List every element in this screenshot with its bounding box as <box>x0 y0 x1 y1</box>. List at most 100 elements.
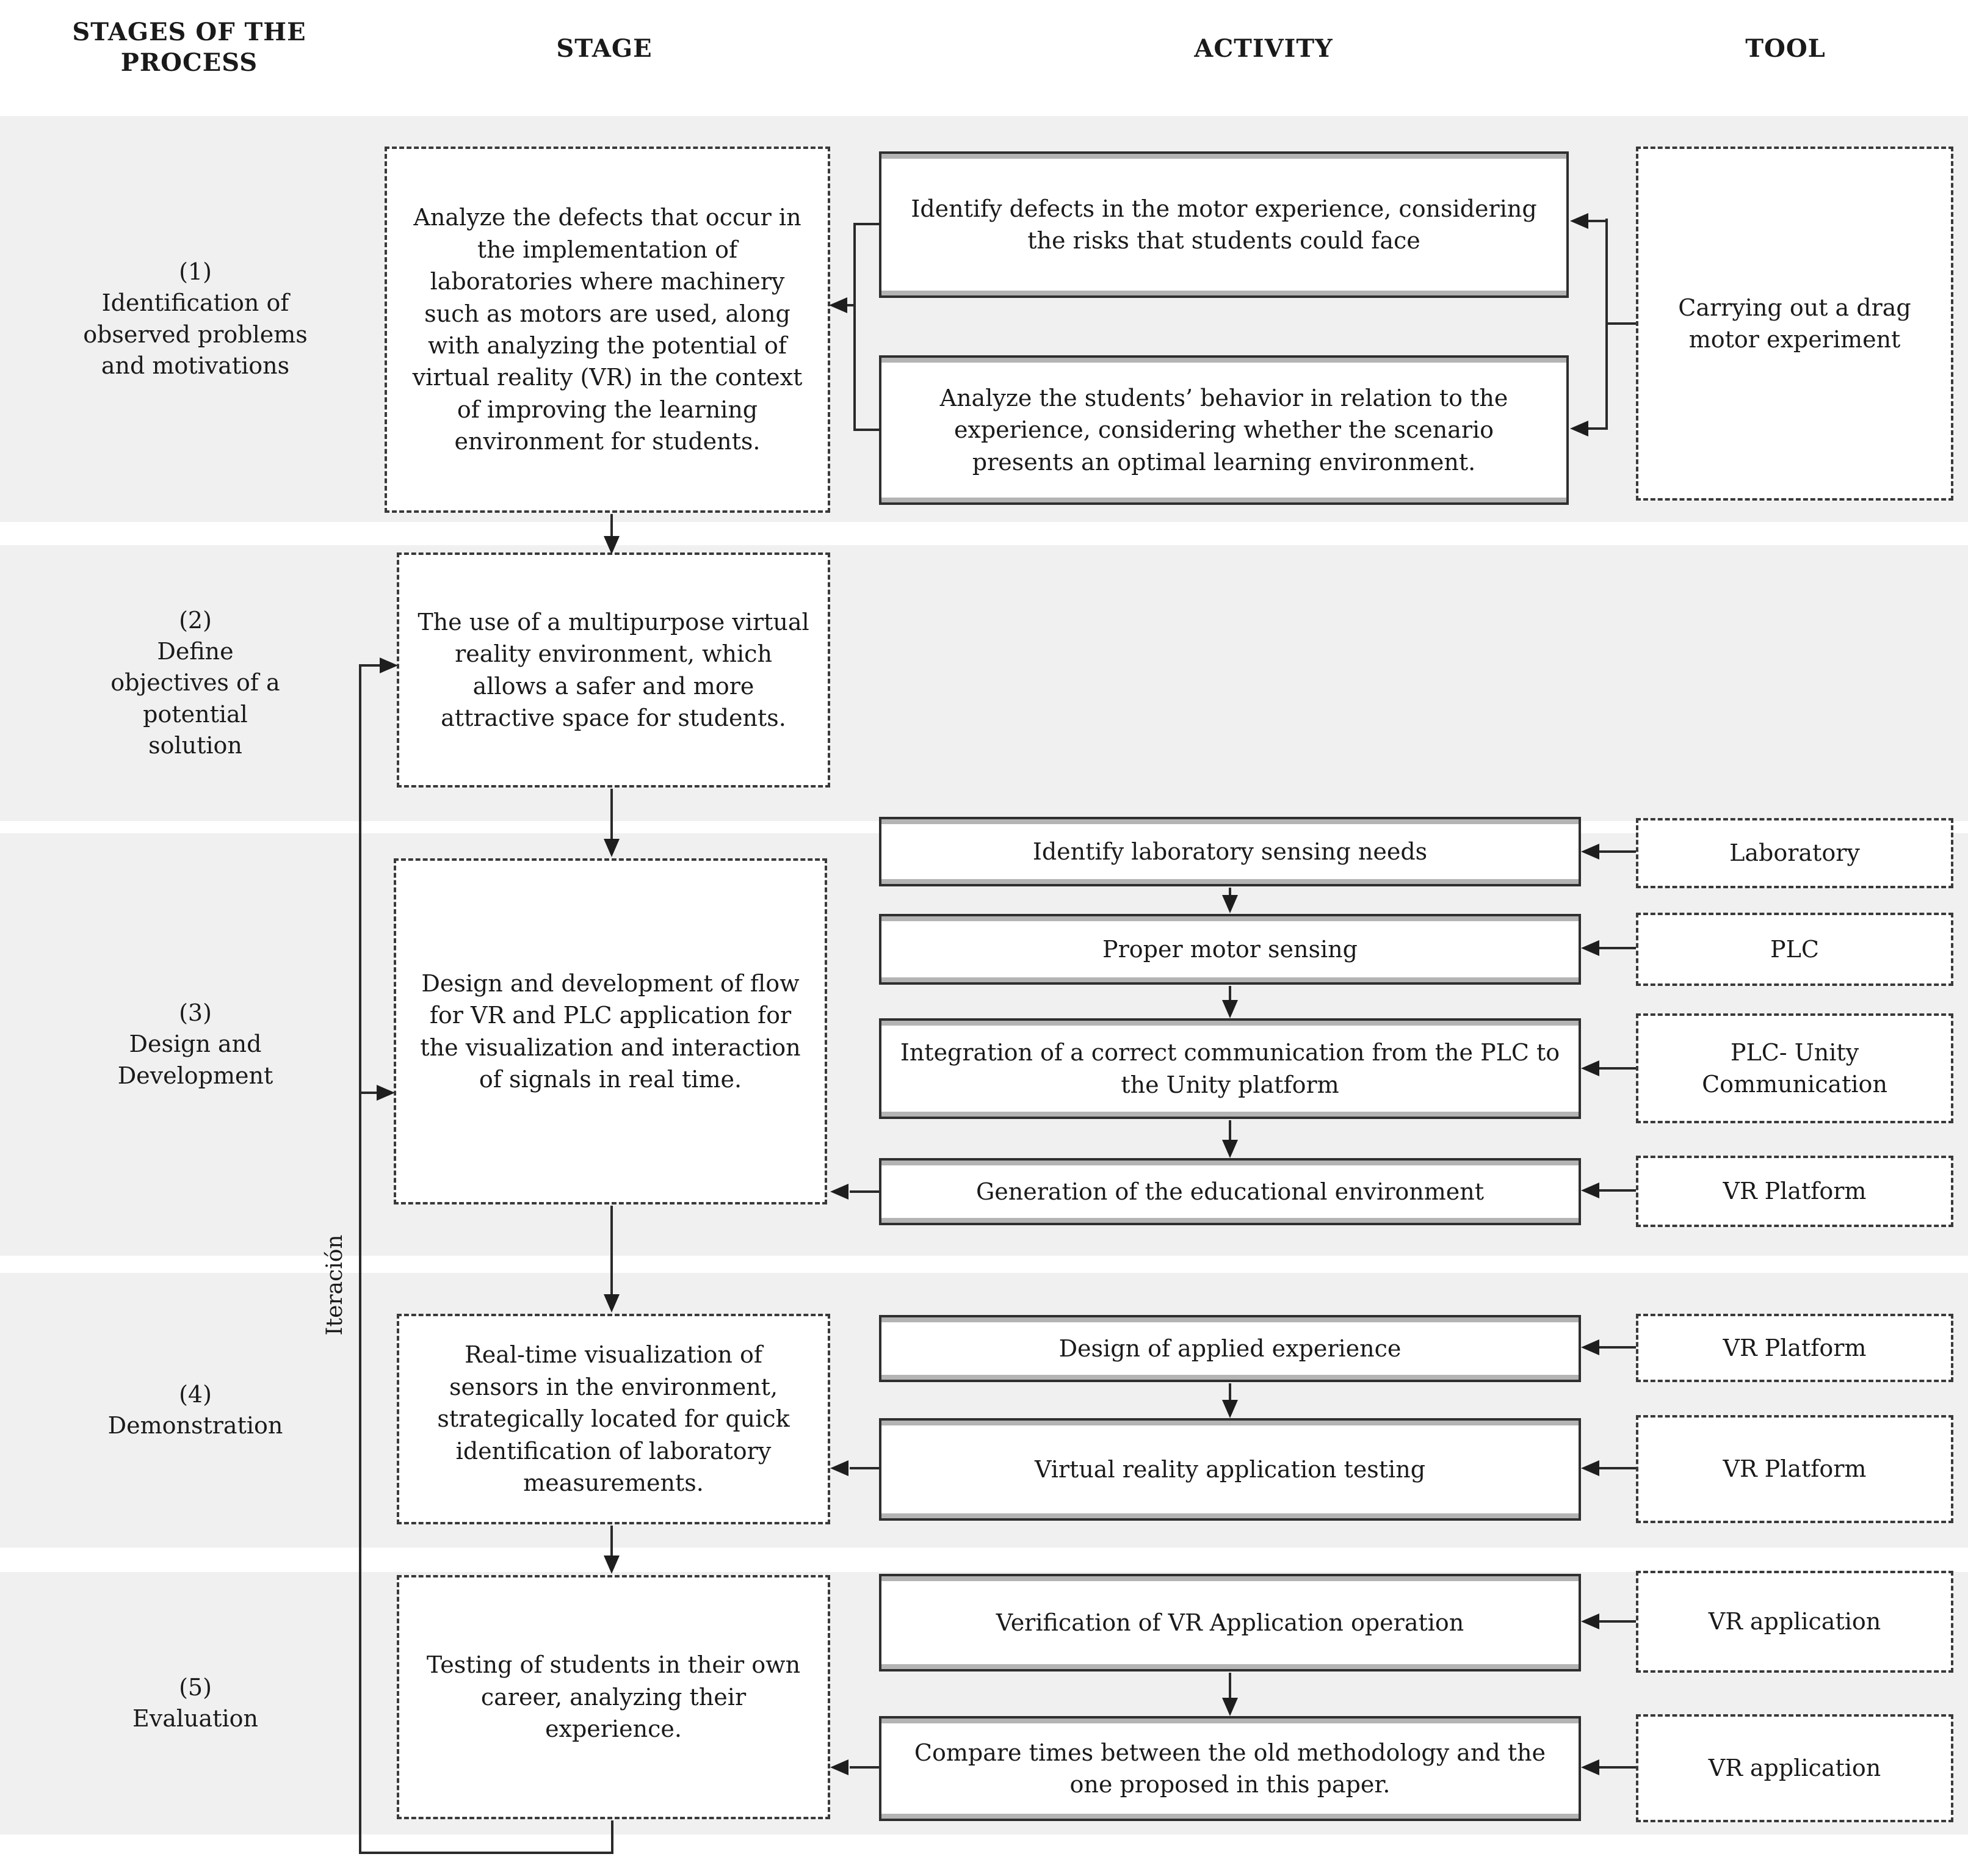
row3-tool-4: VR Platform <box>1636 1156 1953 1227</box>
row1-activity-1: Identify defects in the motor experience… <box>879 151 1569 298</box>
column-header-activity: ACTIVITY <box>1194 34 1333 63</box>
row5-tool1-arrow-icon <box>1581 1613 1599 1629</box>
row1-tool-arrow-bottom-icon <box>1570 421 1588 436</box>
row4-label-text: Demonstration <box>107 1412 283 1439</box>
iteration-label: Iteración <box>322 1234 347 1336</box>
row1-activity-2: Analyze the students’ behavior in relati… <box>879 355 1569 505</box>
row4-tool-2: VR Platform <box>1636 1415 1953 1523</box>
row3-tool3-arrow-icon <box>1581 1060 1599 1076</box>
stage3-to-stage4-line <box>610 1206 613 1300</box>
iteration-vertical-line <box>359 664 361 1854</box>
stage2-to-stage3-line <box>610 789 613 845</box>
stage1-to-stage2-arrow-icon <box>604 536 620 554</box>
row5-stage-box: Testing of students in their own career,… <box>397 1575 830 1819</box>
row3-tool4-line <box>1599 1189 1636 1192</box>
row1-bracket-stub <box>847 304 856 306</box>
row1-tool-top-segment <box>1587 220 1607 222</box>
row3-tool-2: PLC <box>1636 913 1953 986</box>
row2-label: (2) Define objectives of a potential sol… <box>24 545 366 821</box>
row5-number: (5) <box>179 1673 212 1701</box>
row3-tool-1: Laboratory <box>1636 818 1953 888</box>
row1-tool-1: Carrying out a drag motor experiment <box>1636 147 1953 501</box>
row3-tool3-line <box>1599 1067 1636 1070</box>
stage4-to-stage5-arrow-icon <box>604 1555 620 1574</box>
row5-activity1-to-2-arrow-icon <box>1222 1698 1238 1716</box>
row2-stage-box: The use of a multipurpose virtual realit… <box>397 552 830 788</box>
row5-tool2-line <box>1599 1766 1636 1769</box>
row3-activity1-to-2-arrow-icon <box>1222 895 1238 913</box>
row4-activity1-to-2-line <box>1229 1383 1231 1403</box>
row4-activity-2: Virtual reality application testing <box>879 1418 1581 1521</box>
iteration-bottom-line <box>359 1852 613 1854</box>
row5-activity-1: Verification of VR Application operation <box>879 1574 1581 1671</box>
row2-label-text: Define objectives of a potential solutio… <box>110 638 280 759</box>
row2-number: (2) <box>179 606 212 634</box>
iteration-to-stage2-arrow-icon <box>380 657 398 673</box>
stage3-to-stage4-arrow-icon <box>604 1294 620 1313</box>
row5-activity1-to-2-line <box>1229 1673 1231 1700</box>
row3-activity-to-stage-line <box>850 1190 879 1193</box>
row1-number: (1) <box>179 258 212 285</box>
row3-number: (3) <box>179 999 212 1027</box>
row3-activity-to-stage-arrow-icon <box>830 1184 848 1200</box>
stage2-to-stage3-arrow-icon <box>604 839 620 857</box>
row5-label-text: Evaluation <box>132 1705 258 1732</box>
row1-bracket-bottom-segment <box>853 429 880 431</box>
row3-tool2-line <box>1599 947 1636 949</box>
row5-tool-2: VR application <box>1636 1714 1953 1822</box>
row3-tool1-arrow-icon <box>1581 844 1599 860</box>
row4-tool1-arrow-icon <box>1581 1339 1599 1355</box>
row5-tool-1: VR application <box>1636 1571 1953 1673</box>
row2-band <box>0 545 1968 821</box>
row5-activity-to-stage-arrow-icon <box>830 1759 848 1775</box>
row4-stage-box: Real-time visualization of sensors in th… <box>397 1314 830 1524</box>
row4-activity-1: Design of applied experience <box>879 1315 1581 1382</box>
row3-tool2-arrow-icon <box>1581 940 1599 956</box>
row4-activity1-to-2-arrow-icon <box>1222 1400 1238 1418</box>
row3-tool-3: PLC- Unity Communication <box>1636 1013 1953 1123</box>
row3-activity-4: Generation of the educational environmen… <box>879 1158 1581 1225</box>
row3-activity1-to-2-line <box>1229 888 1231 901</box>
row4-activity-to-stage-line <box>850 1467 879 1469</box>
row1-label: (1) Identification of observed problems … <box>24 116 366 522</box>
row4-tool-1: VR Platform <box>1636 1314 1953 1382</box>
row4-tool2-arrow-icon <box>1581 1460 1599 1476</box>
iteration-to-stage3-arrow-icon <box>377 1085 395 1101</box>
row5-tool1-line <box>1599 1620 1636 1623</box>
row3-activity3-to-4-line <box>1229 1120 1231 1143</box>
row3-tool1-line <box>1599 850 1636 853</box>
row1-tool-bottom-segment <box>1587 427 1607 430</box>
column-header-stage: STAGE <box>556 34 653 63</box>
row4-tool1-line <box>1599 1346 1636 1349</box>
row1-bracket-top-segment <box>853 223 880 225</box>
stage4-to-stage5-line <box>610 1526 613 1562</box>
row5-tool2-arrow-icon <box>1581 1759 1599 1775</box>
column-header-stages-of-the-process: STAGES OF THE PROCESS <box>72 18 306 77</box>
row3-label-text: Design and Development <box>117 1030 273 1089</box>
row1-label-text: Identification of observed problems and … <box>83 289 308 379</box>
row4-label: (4) Demonstration <box>24 1273 366 1548</box>
row5-label: (5) Evaluation <box>24 1572 366 1834</box>
row4-number: (4) <box>179 1380 212 1408</box>
row3-activity2-to-3-line <box>1229 986 1231 1004</box>
row3-activity-1: Identify laboratory sensing needs <box>879 817 1581 886</box>
column-header-tool: TOOL <box>1745 34 1826 63</box>
iteration-up-from-stage5-line <box>611 1820 613 1854</box>
row5-activity-to-stage-line <box>850 1766 879 1769</box>
row1-tool-stub <box>1605 322 1636 325</box>
row5-activity-2: Compare times between the old methodolog… <box>879 1716 1581 1821</box>
row3-stage-box: Design and development of flow for VR an… <box>394 858 827 1204</box>
row3-activity-2: Proper motor sensing <box>879 914 1581 985</box>
row3-activity3-to-4-arrow-icon <box>1222 1140 1238 1158</box>
row1-stage-box: Analyze the defects that occur in the im… <box>385 147 830 513</box>
row1-arrow-into-stage-icon <box>829 297 847 313</box>
iteration-to-stage2-line <box>361 664 380 667</box>
row3-tool4-arrow-icon <box>1581 1182 1599 1198</box>
iteration-to-stage3-line <box>361 1092 378 1094</box>
row1-tool-vertical <box>1605 219 1608 430</box>
row4-tool2-line <box>1599 1467 1636 1469</box>
row3-activity2-to-3-arrow-icon <box>1222 1000 1238 1018</box>
row3-activity-3: Integration of a correct communication f… <box>879 1018 1581 1119</box>
row4-activity-to-stage-arrow-icon <box>830 1460 848 1476</box>
